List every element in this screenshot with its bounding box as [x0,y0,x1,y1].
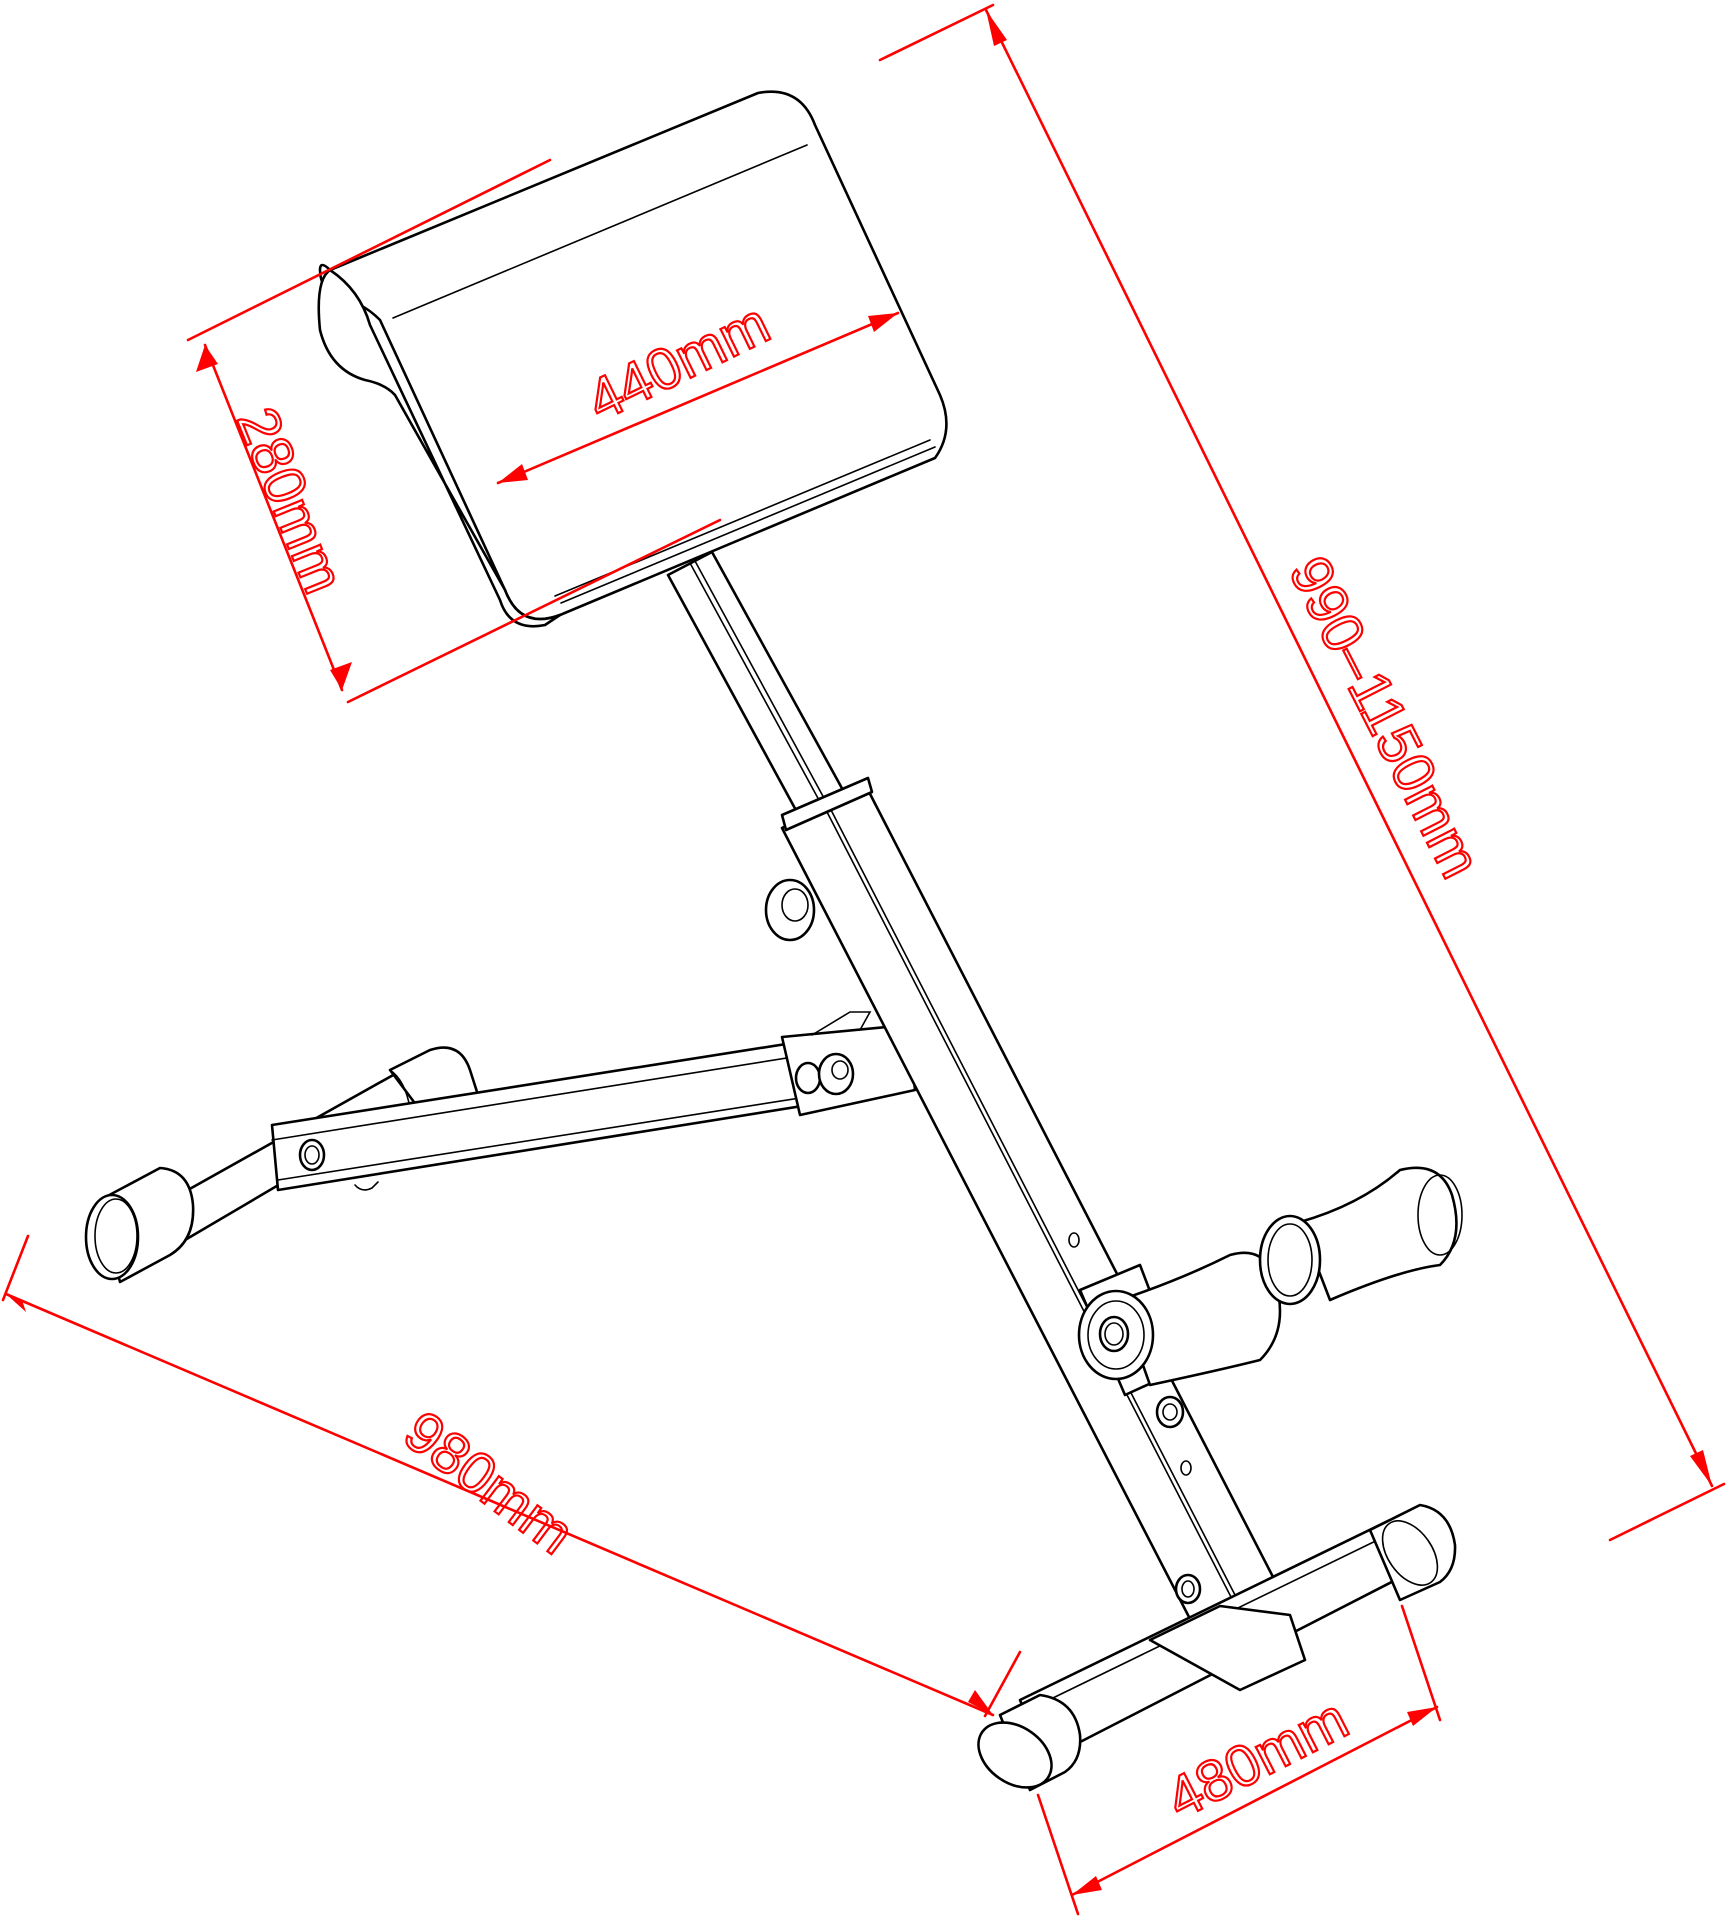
dimension-label-overall-length: 980mm [392,1398,586,1566]
front-leg-bolt [298,1138,326,1172]
dimension-overall-length: 980mm [1,1234,1022,1718]
upright-post-outer [780,776,1292,1650]
rear-foot-cap-right [1368,1503,1457,1602]
dimension-label-overall-height: 990–1150mm [1276,546,1493,888]
hip-pad [317,90,948,628]
front-leg-pin [794,1052,855,1096]
dimension-overall-height: 990–1150mm [878,3,1726,1542]
upright-post-inner [666,550,857,838]
leg-roller-right [1258,1166,1463,1306]
height-adjust-knob [764,878,816,942]
base-bolt [1174,1573,1202,1605]
dimension-label-base-width: 480mm [1156,1686,1358,1832]
front-foot-cap [84,1166,195,1284]
rear-foot-cap-left [977,1693,1082,1792]
dimension-label-pad-height: 280mm [224,399,357,603]
roller-pivot-bolt [1098,1315,1130,1353]
front-leg-assembly [84,1011,917,1284]
